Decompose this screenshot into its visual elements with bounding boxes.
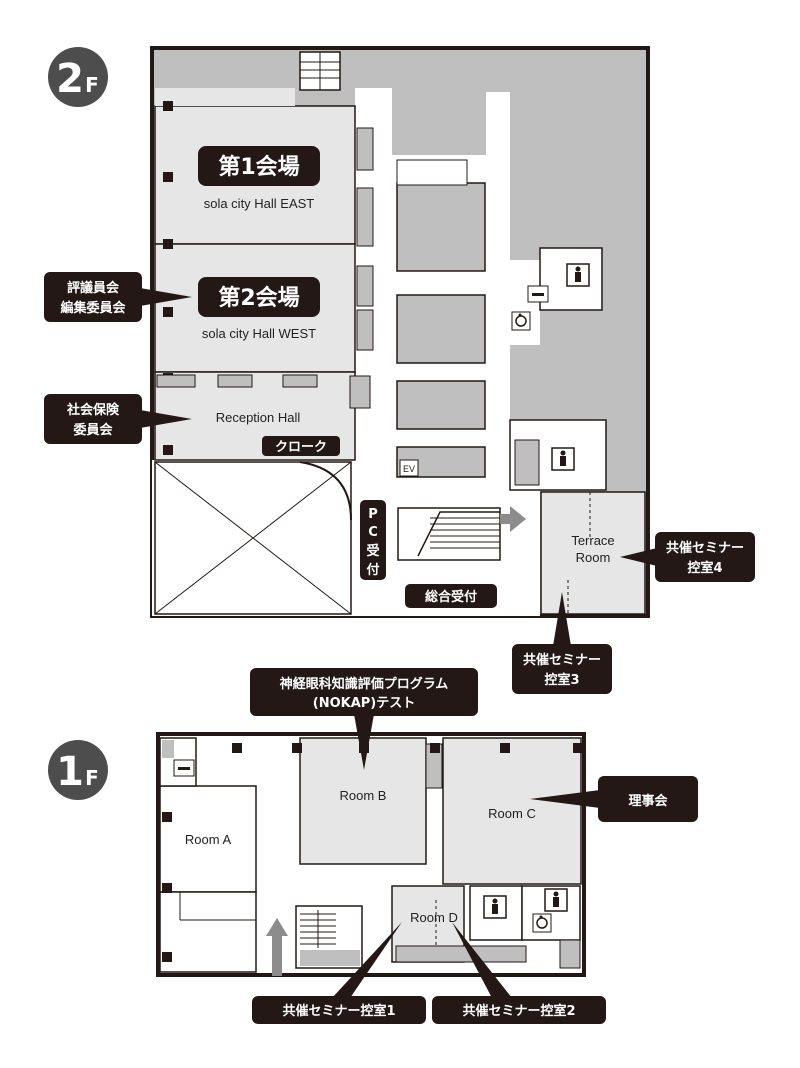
svg-text:共催セミナー: 共催セミナー: [523, 652, 601, 668]
svg-text:共催セミナー: 共催セミナー: [666, 540, 744, 556]
svg-text:評議員会: 評議員会: [67, 280, 120, 296]
room-c-label: Room C: [488, 806, 536, 821]
elevator-label: EV: [403, 464, 415, 474]
accessible-icon: [511, 311, 531, 331]
svg-text:神経眼科知識評価プログラム: 神経眼科知識評価プログラム: [280, 676, 449, 692]
svg-text:C: C: [368, 525, 378, 540]
terrace-room: [540, 491, 646, 615]
svg-text:受: 受: [366, 543, 379, 559]
smoking-icon: [527, 285, 549, 303]
arrow-icon: [266, 918, 288, 976]
svg-text:委員会: 委員会: [72, 422, 113, 438]
room-d-label: Room D: [410, 910, 458, 925]
pc-reception-label: P C 受 付: [360, 500, 386, 580]
escalator-icon: [397, 507, 501, 561]
hall-1-label: 第1会場 sola city Hall EAST: [198, 146, 320, 211]
terrace-room-label-2: Room: [576, 550, 611, 565]
svg-text:控室4: 控室4: [687, 560, 722, 576]
svg-text:編集委員会: 編集委員会: [60, 300, 126, 316]
hall-2-subtitle: sola city Hall WEST: [202, 326, 316, 341]
room-b-label: Room B: [340, 788, 387, 803]
smoking-icon: [173, 759, 195, 777]
arrow-icon: [500, 506, 526, 532]
cloak-label: クローク: [262, 436, 340, 456]
stairs-icon: [295, 905, 363, 969]
room-c: [442, 737, 582, 885]
floor-number-1: 1: [56, 749, 84, 795]
general-reception-text: 総合受付: [425, 589, 477, 605]
svg-text:付: 付: [366, 562, 379, 578]
floor-suffix-2: F: [85, 73, 99, 97]
reception-hall-label: Reception Hall: [216, 410, 301, 425]
callout-shakai: 社会保険 委員会: [44, 394, 192, 444]
callout-hyogiin: 評議員会 編集委員会: [44, 272, 192, 322]
stairs-icon: [299, 51, 341, 91]
floor-number-2: 2: [56, 56, 84, 102]
callout-nokap: 神経眼科知識評価プログラム (NOKAP)テスト: [250, 668, 478, 770]
floor-suffix-1: F: [85, 766, 99, 790]
callout-seminar2: 共催セミナー控室2: [432, 922, 606, 1024]
room-a-label: Room A: [185, 832, 232, 847]
restroom-icon: [551, 447, 575, 471]
callout-seminar4: 共催セミナー 控室4: [620, 532, 755, 582]
hall-1-subtitle: sola city Hall EAST: [204, 196, 315, 211]
cloak-text: クローク: [275, 440, 327, 455]
floor-badge-2f: 2 F: [48, 47, 108, 107]
general-reception-label: 総合受付: [405, 584, 497, 608]
callout-seminar3: 共催セミナー 控室3: [512, 592, 612, 694]
restroom-icon: [483, 895, 507, 919]
svg-text:控室3: 控室3: [544, 672, 579, 688]
terrace-room-label-1: Terrace: [571, 533, 614, 548]
floor-2f: 2 F: [44, 46, 755, 694]
hall-1-title: 第1会場: [218, 154, 299, 180]
svg-text:共催セミナー控室2: 共催セミナー控室2: [462, 1003, 575, 1019]
svg-text:共催セミナー控室1: 共催セミナー控室1: [282, 1003, 395, 1019]
callout-rijikai: 理事会: [530, 776, 698, 822]
floor-1f: 1 F Room B Room C Room A: [48, 668, 698, 1024]
hall-2-label: 第2会場 sola city Hall WEST: [198, 277, 320, 341]
callout-seminar1: 共催セミナー控室1: [252, 922, 426, 1024]
svg-text:理事会: 理事会: [628, 793, 668, 809]
floor-badge-1f: 1 F: [48, 740, 108, 800]
restroom-icon: [544, 888, 568, 912]
restroom-icon: [566, 263, 590, 287]
svg-text:(NOKAP)テスト: (NOKAP)テスト: [313, 696, 415, 711]
hall-2-title: 第2会場: [218, 285, 299, 311]
accessible-icon: [532, 913, 552, 933]
svg-text:社会保険: 社会保険: [66, 402, 120, 418]
void-area-2f: [154, 461, 352, 615]
svg-text:P: P: [368, 507, 378, 522]
